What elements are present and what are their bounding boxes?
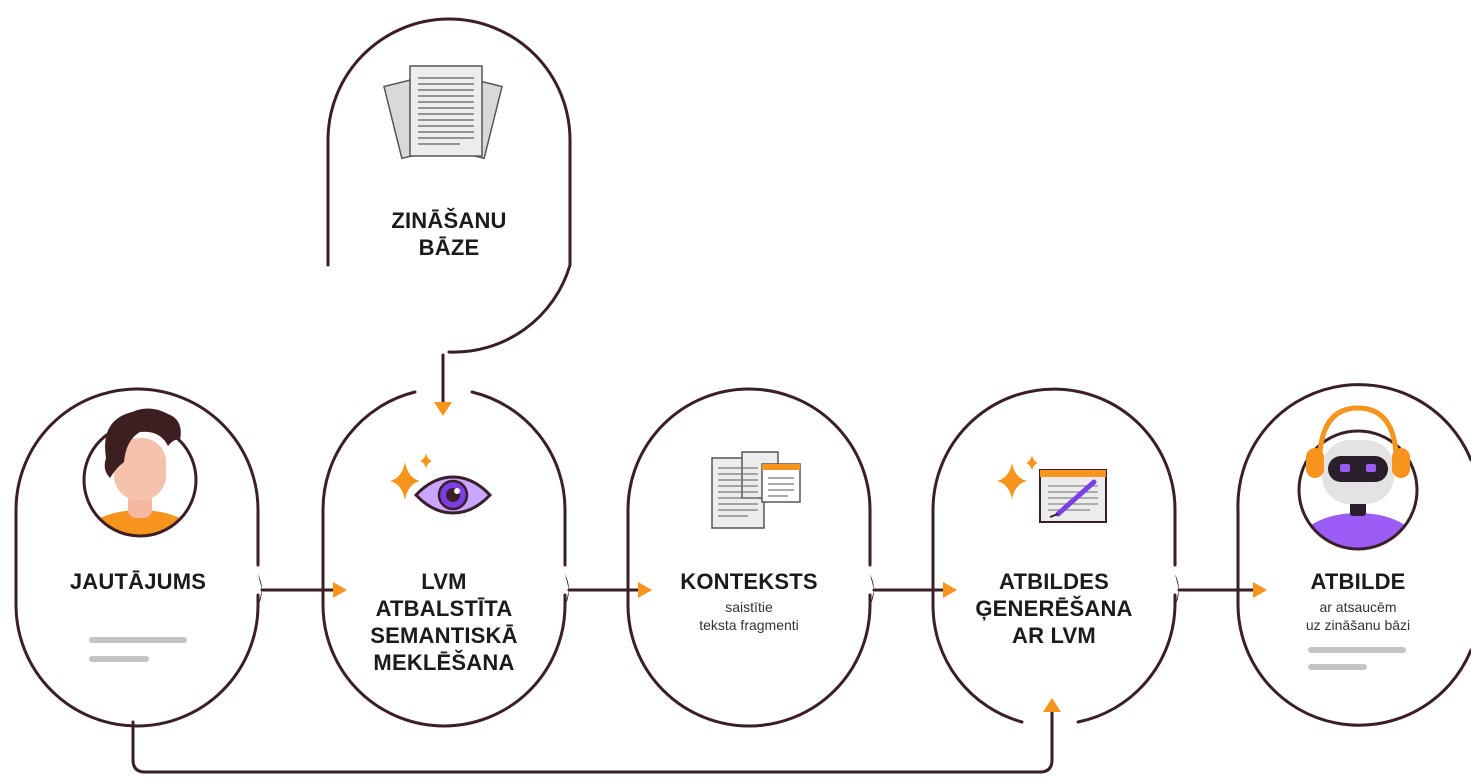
question-outline [14,387,260,728]
question-title-text: JAUTĀJUMS [69,569,207,594]
generation-title-line: AR LVM [1012,623,1096,648]
arrow-head-context [638,582,652,598]
answer-title: ATBILDE [1310,569,1406,594]
knowledge-base-outline [326,17,572,354]
arrow-head-kb [434,402,452,416]
knowledge-base-title-line: ZINĀŠANU [391,208,507,233]
context-subtitle-line: saistītie [725,599,773,615]
search-outline [321,390,567,728]
document-stack-icon [383,65,503,160]
answer-label: ATBILDE ar atsaucēm uz zināšanu bāzi [1268,568,1448,634]
text-fragments-icon [711,451,801,529]
generation-title-line: ĢENERĒŠANA [975,596,1133,621]
generation-title-line: ATBILDES [999,569,1109,594]
question-title: JAUTĀJUMS [44,568,232,595]
knowledge-base-title-line: BĀZE [418,235,480,260]
generation-title: ATBILDES ĢENERĒŠANA AR LVM [964,568,1144,649]
sparkle-eye-icon [390,453,493,515]
arrow-head-search [333,582,347,598]
answer-subtitle-line: uz zināšanu bāzi [1305,617,1411,633]
knowledge-base-title: ZINĀŠANU BĀZE [359,207,539,261]
context-title: KONTEKSTS [680,569,818,594]
context-label: KONTEKSTS saistītie teksta fragmenti [659,568,839,634]
arrow-head-generation [943,582,957,598]
search-title-line: ATBALSTĪTA [375,596,513,621]
answer-outline [1236,383,1471,727]
sparkle-editor-icon [997,455,1107,523]
robot-avatar-icon [1297,405,1419,551]
search-title-line: SEMANTISKĀ [370,623,518,648]
search-title-line: MEKLĒŠANA [373,650,515,675]
question-to-generation-connector [131,710,1054,774]
generation-outline [931,387,1177,724]
search-title: LVM ATBALSTĪTA SEMANTISKĀ MEKLĒŠANA [354,568,534,676]
search-title-line: LVM [421,569,467,594]
context-outline [626,387,872,728]
person-avatar-icon [82,408,198,538]
context-subtitle-line: teksta fragmenti [699,617,799,633]
arrow-head-answer [1253,582,1267,598]
answer-subtitle-line: ar atsaucēm [1319,599,1397,615]
arrow-head-loop [1043,698,1061,712]
